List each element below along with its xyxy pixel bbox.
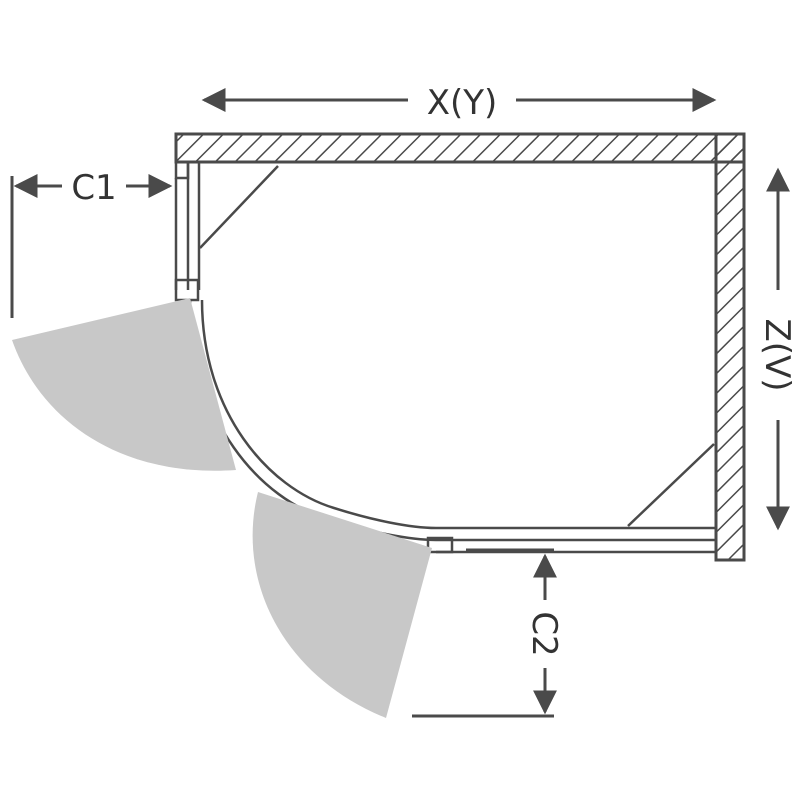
door-swings <box>12 298 432 718</box>
back-wall <box>174 132 746 164</box>
curved-door-inner <box>200 299 437 530</box>
dimension-clearance-left <box>10 174 173 318</box>
label-depth: Z(V) <box>757 318 797 391</box>
left-door-swing <box>12 298 236 471</box>
front-door-swing <box>252 492 432 718</box>
label-clearance-left: C1 <box>71 168 116 208</box>
side-wall <box>714 132 746 562</box>
bracket-bottom-right <box>627 443 715 527</box>
label-clearance-front: C2 <box>524 611 564 656</box>
bracket-top-left <box>199 165 279 249</box>
label-width: X(Y) <box>427 83 498 123</box>
enclosure-frame <box>174 160 716 554</box>
curved-door-outer <box>188 299 437 542</box>
walls <box>174 132 746 562</box>
dimension-clearance-front <box>412 548 557 718</box>
left-wall-profile <box>174 160 190 180</box>
